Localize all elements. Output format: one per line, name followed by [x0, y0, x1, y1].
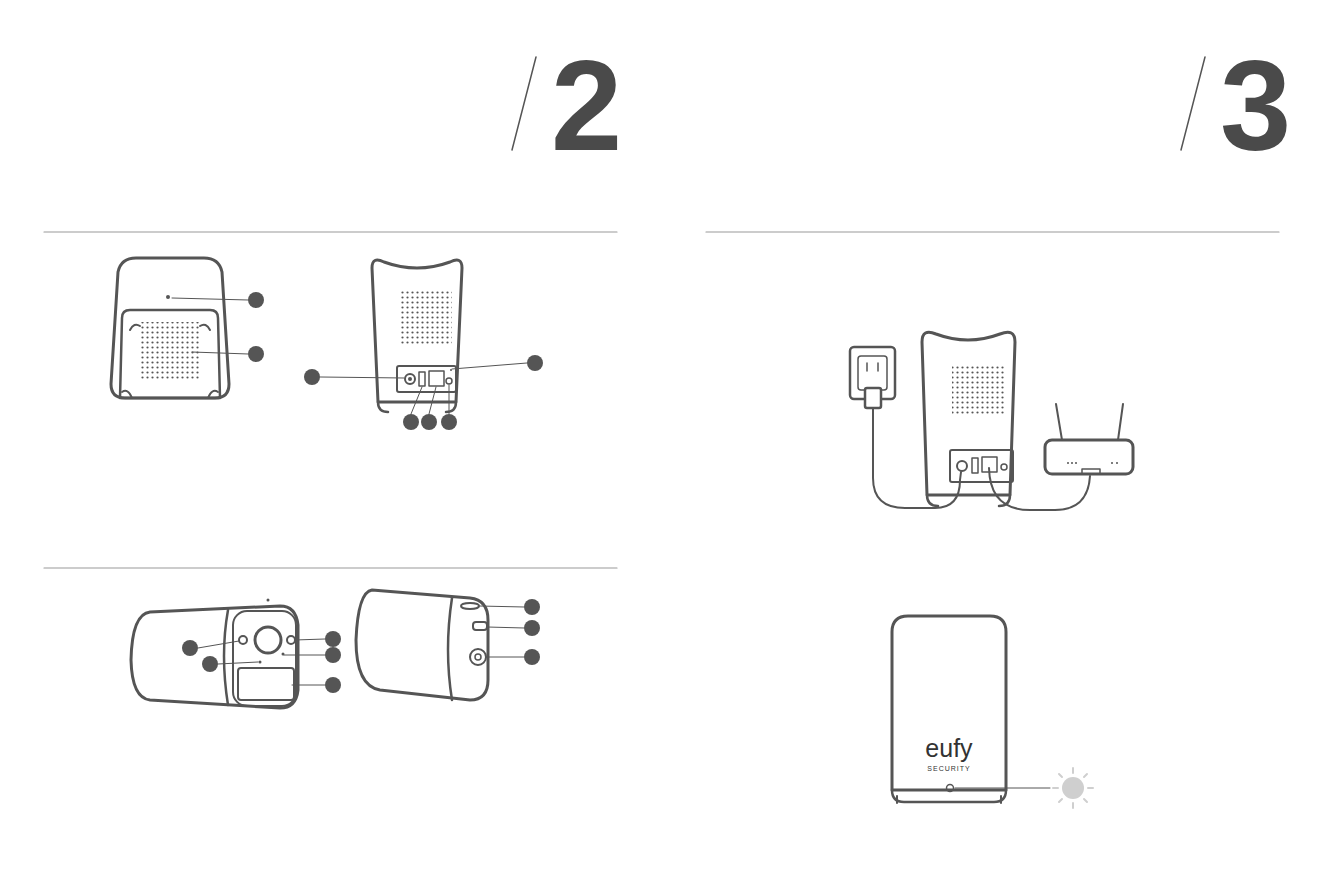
power-cable — [873, 408, 961, 508]
router — [1045, 404, 1133, 474]
slash — [1181, 57, 1205, 150]
camera-front — [131, 599, 325, 709]
homebase-led-view — [892, 616, 1093, 808]
rule — [44, 567, 617, 568]
rule — [44, 231, 617, 232]
outlet — [850, 347, 895, 408]
step-number: 3 — [1220, 42, 1291, 170]
brand-subtitle: SECURITY — [927, 765, 970, 772]
rule — [706, 231, 1279, 232]
camera-back — [356, 590, 524, 700]
step-number: 2 — [551, 42, 622, 170]
homebase-front — [111, 258, 248, 398]
slash — [512, 57, 536, 150]
brand-logo: eufy — [925, 736, 972, 761]
callout-dots — [182, 292, 543, 693]
homebase-back — [320, 260, 527, 414]
ethernet-cable — [989, 468, 1090, 510]
homebase-connected — [922, 332, 1015, 506]
